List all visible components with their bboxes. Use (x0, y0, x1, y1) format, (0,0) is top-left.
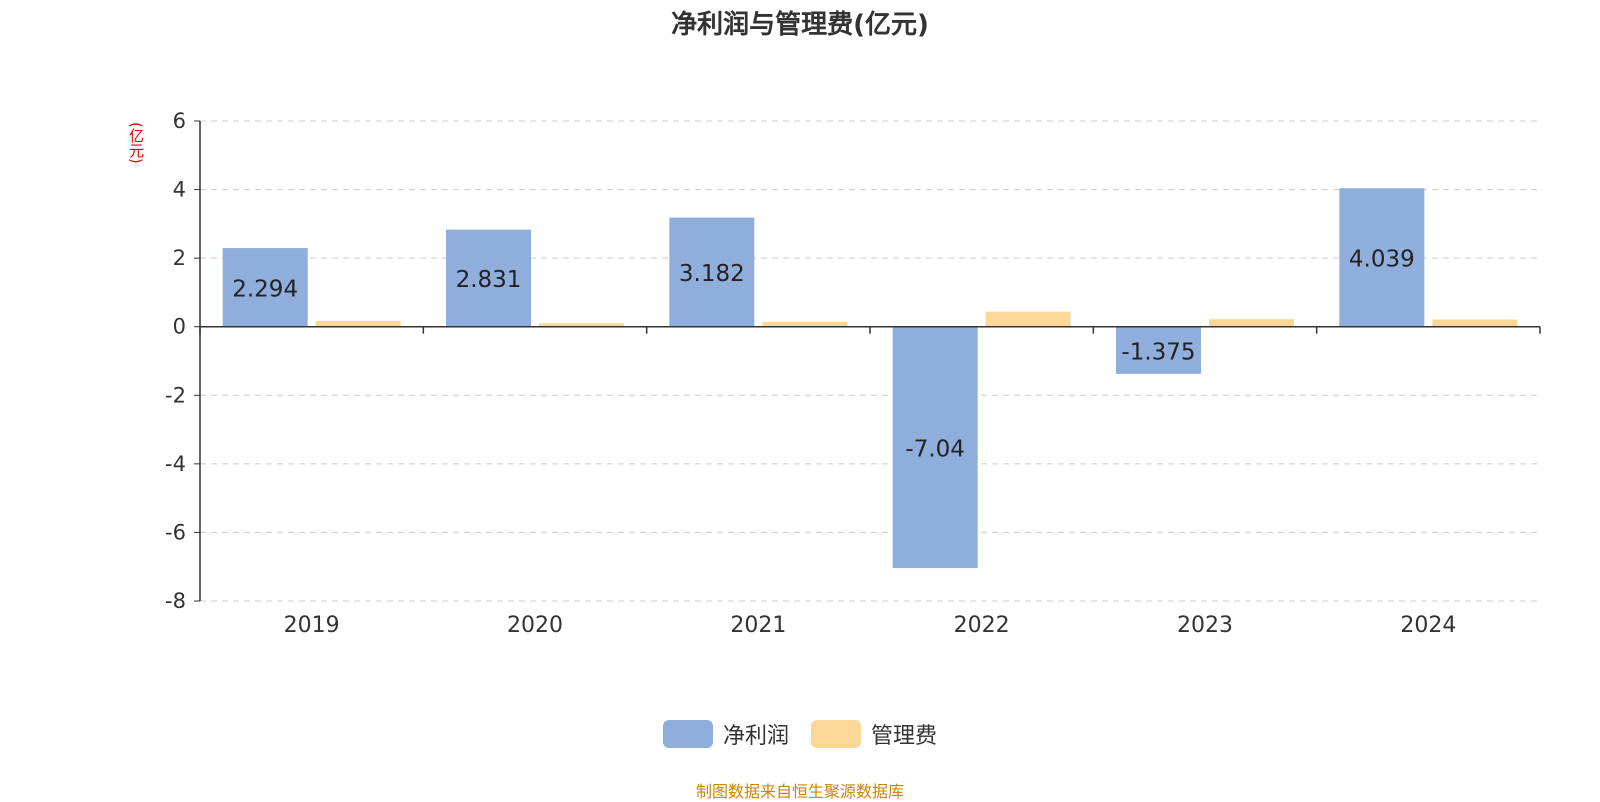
bars (222, 188, 1518, 569)
bar-admin-expense (315, 320, 401, 327)
data-label: -1.375 (1121, 339, 1195, 365)
y-tick-label: 4 (173, 178, 186, 202)
y-tick-label: 0 (173, 315, 186, 339)
bar-net-profit (446, 229, 531, 327)
data-label: 4.039 (1349, 246, 1415, 272)
y-tick-label: 6 (173, 109, 186, 133)
bar-net-profit (892, 326, 978, 569)
bar-net-profit (669, 217, 755, 327)
labels: 6 4 2 0 -2 -4 -6 -8 2.294 2019 2.831 2020 3.182 2021 -… (165, 109, 1456, 638)
bar-admin-expense (1209, 319, 1294, 327)
y-axis-unit-label: (亿元) (127, 122, 145, 164)
x-tick-label: 2021 (730, 613, 786, 638)
bar-admin-expense (1432, 319, 1518, 327)
legend-label-net-profit: 净利润 (722, 724, 789, 749)
x-tick-label: 2023 (1177, 613, 1233, 638)
x-tick-label: 2022 (954, 613, 1010, 638)
y-tick-label: -2 (165, 383, 186, 407)
data-label: 2.294 (232, 276, 298, 302)
legend-item-net-profit[interactable]: 净利润 (662, 718, 789, 750)
data-label: -7.04 (905, 436, 965, 462)
y-tick-label: -4 (165, 452, 186, 476)
bar-admin-expense (985, 311, 1071, 327)
bar-net-profit (222, 248, 308, 327)
legend: 净利润 管理费 (0, 718, 1600, 750)
bar-admin-expense (762, 321, 848, 327)
bar-admin-expense (539, 323, 624, 327)
grid-lines (200, 120, 1540, 602)
source-note: 制图数据来自恒生聚源数据库 (695, 782, 904, 801)
axes (194, 120, 1541, 602)
legend-item-admin-expense[interactable]: 管理费 (811, 718, 937, 750)
x-tick-label: 2020 (507, 613, 563, 638)
x-tick-label: 2019 (284, 613, 340, 638)
legend-swatch-admin-expense (811, 720, 861, 748)
data-label: 3.182 (679, 261, 745, 287)
x-tick-label: 2024 (1400, 613, 1456, 638)
legend-swatch-net-profit (662, 720, 713, 748)
chart-title: 净利润与管理费(亿元) (671, 10, 929, 40)
bar-net-profit (1339, 188, 1425, 327)
y-tick-label: 2 (173, 246, 186, 270)
data-label: 2.831 (456, 267, 522, 293)
y-tick-label: -6 (165, 520, 186, 544)
bar-chart: 6 4 2 0 -2 -4 -6 -8 2.294 2019 2.831 2020 3.182 2021 -… (165, 109, 1541, 638)
y-tick-label: -8 (165, 589, 186, 613)
legend-label-admin-expense: 管理费 (871, 724, 938, 749)
bar-net-profit (1116, 326, 1201, 374)
